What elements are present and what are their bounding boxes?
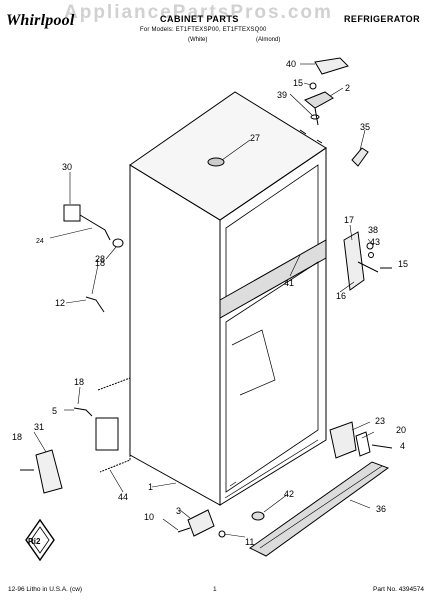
top-trim: [351, 147, 369, 167]
screw-5: [73, 407, 93, 417]
callout-5: 5: [52, 406, 57, 416]
callout-2: 2: [345, 83, 350, 93]
center-hinge: [343, 231, 365, 291]
spacer-43: [368, 252, 374, 258]
callout-35: 35: [360, 122, 370, 132]
screw-4: [371, 444, 393, 449]
footer-litho: 12-96 Litho in U.S.A. (cw): [8, 586, 83, 593]
footer-part-number: Part No. 4394574: [373, 586, 424, 593]
callout-43: 43: [370, 237, 380, 247]
callout-15-top: 15: [293, 78, 303, 88]
leveling-bracket: [187, 509, 215, 537]
callout-4: 4: [400, 441, 405, 451]
callout-12: 12: [55, 298, 65, 308]
callout-11: 11: [245, 537, 254, 547]
top-plug: [207, 157, 225, 167]
callout-16: 16: [336, 291, 346, 301]
callout-27: 27: [250, 133, 260, 143]
callout-15-mid: 15: [398, 259, 408, 269]
callout-17: 17: [344, 215, 354, 225]
ri2-logo-text: Ri2: [28, 537, 41, 546]
callout-10: 10: [144, 512, 154, 522]
cam-bracket: [63, 204, 81, 222]
model-numbers: For Models: ET1FTEXSP00, ET1FTEXSQ00: [140, 27, 267, 33]
hinge-shim: [310, 114, 320, 120]
callout-28: 28: [95, 254, 105, 264]
callout-3: 3: [176, 506, 181, 516]
footer-page-number: 1: [213, 586, 217, 593]
callout-31: 31: [34, 422, 44, 432]
screw-12: [85, 296, 105, 313]
callout-30: 30: [62, 162, 72, 172]
callout-44: 44: [118, 492, 128, 502]
callout-36: 36: [376, 504, 386, 514]
cabinet-body: [129, 91, 327, 506]
top-hinge-screw: [309, 82, 317, 90]
lower-hinge: [329, 421, 357, 459]
side-trim: [97, 377, 131, 473]
hinge-pin: [355, 431, 371, 457]
top-hinge: [304, 91, 334, 126]
callout-39: 39: [277, 90, 287, 100]
brand-logo: Whirlpool: [6, 12, 75, 29]
callout-40: 40: [286, 59, 296, 69]
grille-clip: [251, 511, 265, 521]
washer-38: [366, 242, 374, 250]
lower-bracket: [95, 417, 119, 451]
callout-18-upper: 18: [95, 258, 105, 268]
hinge-cover: [314, 57, 349, 75]
page-title: CABINET PARTS: [160, 14, 239, 24]
callout-38: 38: [368, 225, 378, 235]
variant-white: (White): [188, 37, 208, 43]
watermark: AppliancePartsPros.com: [64, 2, 333, 23]
callout-18-lower: 18: [74, 377, 84, 387]
screw-10: [177, 527, 191, 533]
ri2-logo: [25, 518, 55, 562]
callout-23: 23: [375, 416, 385, 426]
callout-labels: 40 15 2 39 35 27 30 24 28 18 12 17 38 43…: [12, 59, 408, 547]
bushing: [112, 238, 124, 248]
callout-18-left: 18: [12, 432, 22, 442]
cam-rod: [79, 214, 111, 241]
callout-24: 24: [36, 238, 44, 245]
callout-1: 1: [148, 482, 153, 492]
variant-almond: (Almond): [256, 37, 281, 43]
grille-31: [35, 449, 63, 494]
callout-41: 41: [284, 278, 294, 288]
callout-20: 20: [396, 425, 406, 435]
appliance-category: REFRIGERATOR: [344, 14, 420, 24]
callout-42: 42: [284, 489, 294, 499]
